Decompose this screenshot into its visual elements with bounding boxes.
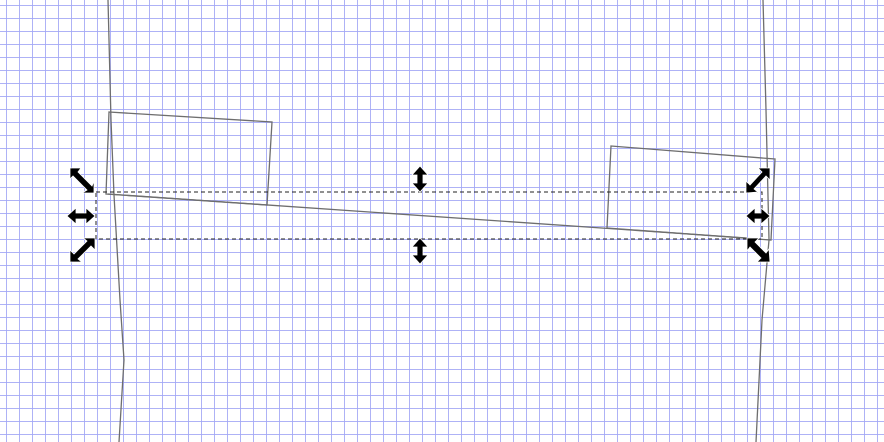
selected-slanted-line[interactable] [107,193,748,239]
scale-left-handle[interactable] [66,207,96,225]
left-rectangle[interactable] [105,111,273,206]
scale-top-handle[interactable] [411,165,429,193]
scale-right-handle[interactable] [745,207,771,225]
scale-bottom-right-handle[interactable] [746,237,771,263]
right-rectangle[interactable] [606,145,776,241]
scale-bottom-left-handle[interactable] [69,237,96,263]
scale-top-right-handle[interactable] [745,167,771,194]
scale-top-left-handle[interactable] [69,167,95,194]
scale-bottom-handle[interactable] [411,237,429,265]
left-vertical-line[interactable] [107,0,125,442]
